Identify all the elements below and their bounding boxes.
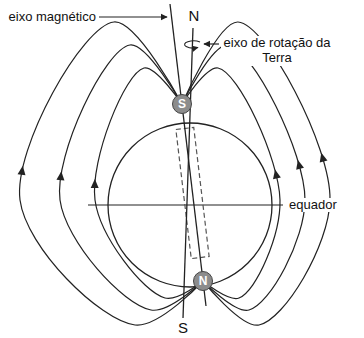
field-arrow	[317, 152, 327, 163]
pole-label: S	[176, 319, 190, 336]
field-line	[59, 45, 203, 310]
field-arrow	[18, 165, 27, 175]
pole-label: N	[187, 7, 202, 24]
pole-circle: S	[172, 94, 192, 114]
field-arrow	[91, 179, 99, 188]
rotation-axis	[183, 28, 193, 318]
equator-label: equador	[287, 198, 339, 213]
leader-arrow	[99, 16, 167, 17]
field-line	[182, 22, 330, 325]
magnetic-axis	[170, 4, 206, 306]
pole-letter: S	[178, 98, 186, 110]
field-line	[94, 68, 203, 299]
axis-label: eixo magnético	[7, 10, 98, 25]
field-line	[182, 68, 280, 299]
axis-label: eixo de rotação da Terra	[221, 36, 333, 66]
field-line	[20, 22, 203, 325]
field-line	[182, 45, 305, 310]
field-arrow	[56, 171, 65, 181]
field-arrow	[271, 169, 281, 179]
rotation-arrow	[185, 41, 200, 48]
pole-letter: N	[199, 275, 208, 287]
pole-circle: N	[193, 271, 213, 291]
field-lines	[18, 22, 330, 325]
leader-arrow	[204, 43, 219, 44]
field-arrow	[294, 159, 304, 170]
